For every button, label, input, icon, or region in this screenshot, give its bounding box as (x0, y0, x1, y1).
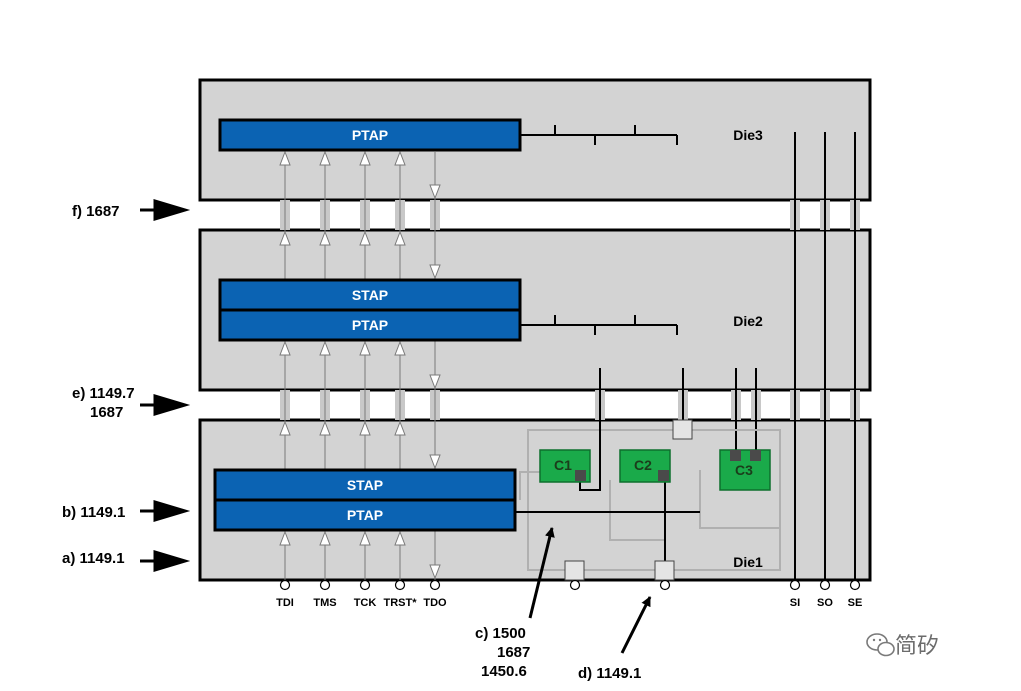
down-arrow-icons (429, 184, 441, 580)
core-c3 (719, 449, 771, 491)
watermark-text: 简矽 (895, 634, 940, 659)
label-b: b) 1149.1 (62, 504, 125, 521)
boundary-cell (564, 560, 585, 581)
pin-tck: TCK (354, 597, 377, 609)
die1-wires (515, 420, 700, 562)
die2-label: Die2 (733, 313, 763, 329)
die1-ptap-label: PTAP (347, 507, 383, 523)
pin-si: SI (790, 597, 800, 609)
die1-label: Die1 (733, 554, 763, 570)
arrow-right-icon (140, 549, 191, 573)
die2-ptap-label: PTAP (352, 317, 388, 333)
label-a: a) 1149.1 (62, 550, 125, 567)
pin-tms: TMS (313, 597, 336, 609)
core-c2-port (658, 470, 669, 481)
tsv-group-lower (280, 390, 860, 420)
label-c-line3: 1450.6 (481, 663, 527, 680)
die2-ptap (218, 308, 522, 342)
pin-tdo: TDO (423, 597, 447, 609)
die3-label: Die3 (733, 127, 763, 143)
up-arrow-icons (279, 150, 406, 546)
arrow-c-icon (528, 527, 555, 619)
core-c3-port (730, 450, 741, 461)
core-c2-label: C2 (634, 457, 652, 473)
arrow-d-icon (620, 596, 652, 654)
die1-wrapper (519, 429, 781, 571)
die3-ptap-label: PTAP (352, 127, 388, 143)
label-c-line2: 1687 (497, 644, 530, 661)
die2-bus (520, 315, 678, 335)
label-d: d) 1149.1 (578, 665, 641, 682)
die3-bus (520, 125, 678, 145)
label-e-line1: e) 1149.7 (72, 385, 135, 402)
arrow-right-icon (140, 499, 191, 523)
scan-lines (794, 132, 856, 580)
pin-circles (279, 579, 861, 591)
core-c3-port (750, 450, 761, 461)
die1-ptap (213, 498, 517, 532)
core-c3-label: C3 (735, 462, 753, 478)
wechat-icon (866, 633, 895, 657)
label-c-line1: c) 1500 (475, 625, 526, 642)
pin-tdi: TDI (276, 597, 294, 609)
core-c1-port (575, 470, 586, 481)
boundary-cell (672, 419, 693, 440)
label-e-line2: 1687 (90, 404, 123, 421)
die2-die1-connections (599, 368, 757, 455)
pin-so: SO (817, 597, 833, 609)
arrow-right-icon (140, 393, 191, 417)
arrow-right-icon (140, 198, 191, 222)
tsv-group-upper (280, 200, 860, 230)
label-f: f) 1687 (72, 203, 120, 220)
pin-se: SE (848, 597, 863, 609)
die1-stap-label: STAP (347, 477, 383, 493)
core-c1-label: C1 (554, 457, 572, 473)
boundary-cell (654, 560, 675, 581)
die2-stap-label: STAP (352, 287, 388, 303)
pin-trst: TRST* (384, 597, 418, 609)
